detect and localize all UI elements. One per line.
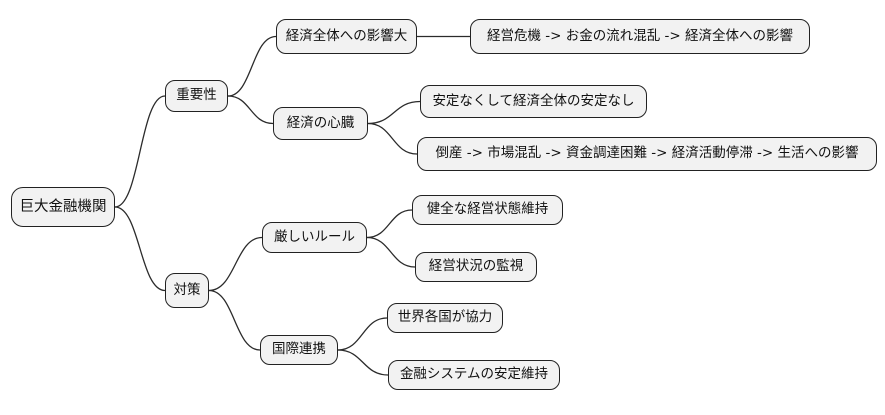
mindmap-node-label-no-stability: 安定なくして経済全体の安定なし bbox=[432, 92, 635, 109]
mindmap-node-root: 巨大金融機関 bbox=[11, 187, 115, 227]
mindmap-node-crisis-chain: 経営危機 -> お金の流れ混乱 -> 経済全体への影響 bbox=[470, 19, 810, 54]
mindmap-node-label-measures: 対策 bbox=[173, 281, 201, 298]
mindmap-node-economy-wide-impact: 経済全体への影響大 bbox=[276, 19, 417, 54]
mindmap-node-label-world-cooperation: 世界各国が協力 bbox=[397, 309, 493, 326]
mindmap-node-label-sound-management: 健全な経営状態維持 bbox=[426, 201, 549, 218]
edge-strict-rules-to-monitoring bbox=[366, 236, 416, 268]
mindmap-node-monitoring: 経営状況の監視 bbox=[415, 252, 537, 282]
mindmap-node-no-stability: 安定なくして経済全体の安定なし bbox=[420, 85, 647, 118]
mindmap-node-label-economy-wide-impact: 経済全体への影響大 bbox=[285, 27, 408, 44]
mindmap-node-sound-management: 健全な経営状態維持 bbox=[412, 195, 563, 225]
mindmap-node-label-importance: 重要性 bbox=[176, 87, 217, 104]
edge-intl-cooperation-to-world-cooperation bbox=[337, 317, 388, 351]
edge-heart-of-economy-to-bankruptcy-chain bbox=[367, 122, 418, 155]
edge-measures-to-strict-rules bbox=[208, 236, 263, 292]
mindmap-node-label-root: 巨大金融機関 bbox=[19, 198, 107, 215]
mindmap-node-label-financial-stability: 金融システムの安定維持 bbox=[399, 366, 549, 383]
edge-importance-to-heart-of-economy bbox=[227, 95, 274, 125]
edge-measures-to-intl-cooperation bbox=[208, 289, 261, 351]
edge-importance-to-economy-wide-impact bbox=[227, 35, 277, 97]
edge-root-to-importance bbox=[114, 95, 166, 208]
mindmap-node-bankruptcy-chain: 倒産 -> 市場混乱 -> 資金調達困難 -> 経済活動停滞 -> 生活への影響 bbox=[417, 137, 877, 171]
edge-strict-rules-to-sound-management bbox=[366, 209, 413, 239]
edge-heart-of-economy-to-no-stability bbox=[367, 100, 421, 125]
edge-root-to-measures bbox=[114, 206, 166, 292]
mindmap-node-importance: 重要性 bbox=[165, 80, 228, 112]
mindmap-node-label-heart-of-economy: 経済の心臓 bbox=[286, 114, 355, 131]
mindmap-node-label-monitoring: 経営状況の監視 bbox=[428, 258, 524, 275]
mindmap-node-label-bankruptcy-chain: 倒産 -> 市場混乱 -> 資金調達困難 -> 経済活動停滞 -> 生活への影響 bbox=[435, 145, 859, 162]
mindmap-node-heart-of-economy: 経済の心臓 bbox=[273, 107, 368, 140]
mindmap-node-strict-rules: 厳しいルール bbox=[262, 222, 367, 253]
mindmap-node-label-crisis-chain: 経営危機 -> お金の流れ混乱 -> 経済全体への影響 bbox=[486, 27, 794, 44]
mindmap-node-label-intl-cooperation: 国際連携 bbox=[272, 341, 326, 358]
mindmap-node-world-cooperation: 世界各国が協力 bbox=[387, 303, 503, 333]
mindmap-node-intl-cooperation: 国際連携 bbox=[260, 335, 338, 365]
mindmap-node-financial-stability: 金融システムの安定維持 bbox=[388, 360, 560, 390]
mindmap-node-measures: 対策 bbox=[165, 273, 209, 308]
mindmap-node-label-strict-rules: 厳しいルール bbox=[274, 228, 355, 245]
edge-intl-cooperation-to-financial-stability bbox=[337, 349, 389, 376]
